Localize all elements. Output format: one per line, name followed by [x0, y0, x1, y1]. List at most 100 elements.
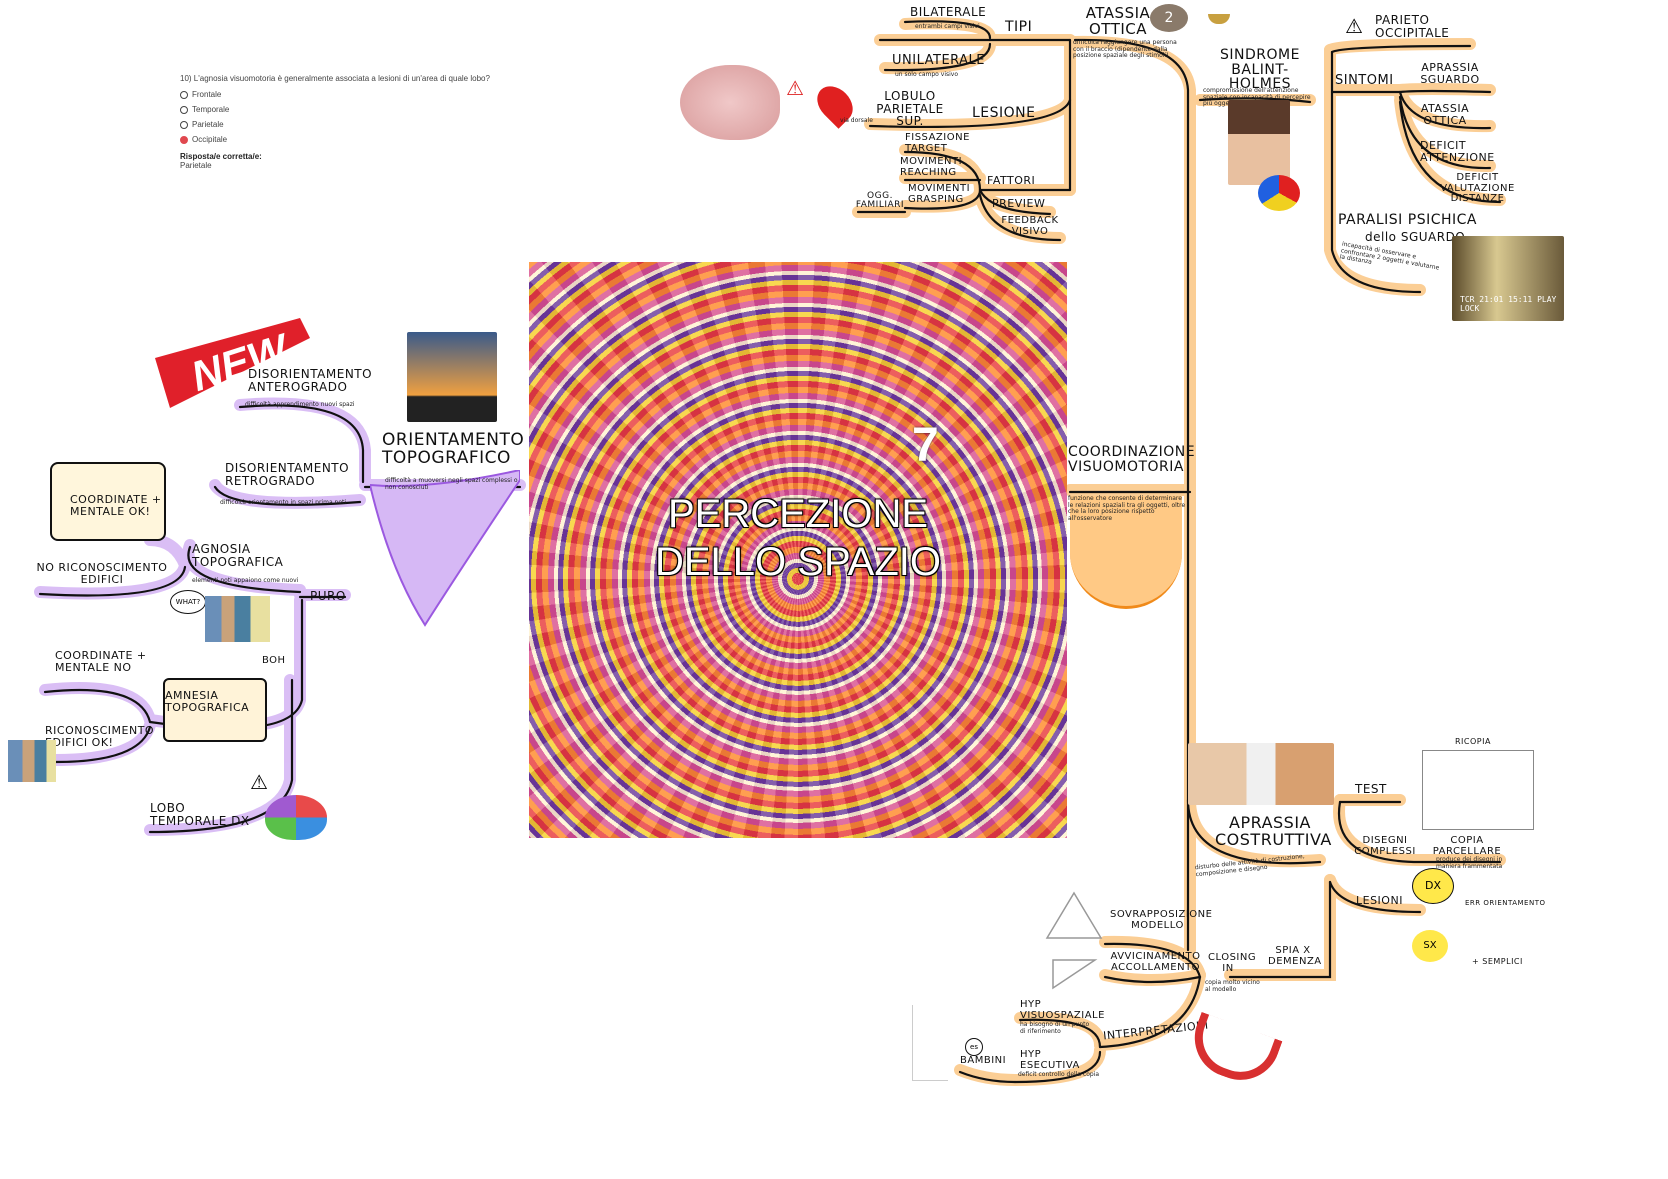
quiz-question: 10) L'agnosia visuomotoria è generalment… [180, 74, 490, 83]
note-hyp-visuo: ha bisogno di un punto di riferimento [1020, 1021, 1090, 1035]
branch-aprassia-sguardo [1394, 83, 1496, 96]
node-feedback-visivo[interactable]: FEEDBACK VISIVO [1001, 215, 1059, 237]
note-agnosia: elementi noti appaiono come nuovi [192, 577, 299, 584]
radio-icon[interactable] [180, 120, 188, 129]
node-test[interactable]: TEST [1355, 782, 1387, 796]
boh-label: BOH [262, 655, 286, 666]
wrong-answer-icon[interactable] [180, 135, 188, 144]
quiz-option-temporale[interactable]: Temporale [180, 105, 490, 114]
note-copia: produce dei disegni in maniera frammenta… [1436, 856, 1503, 870]
node-atassia-ottica-sintomo[interactable]: ATASSIA OTTICA [1420, 102, 1470, 127]
node-lobo-temporale[interactable]: LOBO TEMPORALE DX [150, 801, 250, 828]
radio-icon[interactable] [180, 90, 188, 99]
scroll-map-icon [50, 462, 166, 541]
node-paralisi-psichica[interactable]: PARALISI PSICHICA [1338, 212, 1477, 228]
node-fattori[interactable]: FATTORI [987, 174, 1036, 187]
node-spia-demenza[interactable]: SPIA x DEMENZA [1268, 945, 1322, 967]
central-topic: PERCEZIONE DELLO SPAZIO [529, 490, 1067, 586]
branch-bambini [954, 1064, 1021, 1086]
node-lobulo-parietale[interactable]: LOBULO PARIETALE SUP. [876, 89, 944, 129]
node-lesioni[interactable]: LESIONI [1356, 894, 1403, 907]
chapter-number: 7 [912, 419, 939, 472]
video-still-image[interactable]: TCR 21:01 15:11 PLAY LOCK [1452, 236, 1564, 321]
node-hyp-esecutiva[interactable]: hyp ESECUTIVA [1020, 1049, 1080, 1071]
badger-image: 2 [1150, 4, 1188, 32]
node-coordinazione-visuomotoria[interactable]: COORDINAZIONE VISUOMOTORIA [1068, 444, 1196, 475]
node-hyp-visuospaziale[interactable]: hyp VISUOSPAZIALE [1020, 999, 1105, 1021]
quiz-option-frontale[interactable]: Frontale [180, 90, 490, 99]
node-amnesia-topografica[interactable]: AMNESIA TOPOGRAFICA [165, 689, 250, 714]
sx-bulb-icon: SX [1412, 930, 1448, 962]
note-coordinazione: funzione che consente di determinare le … [1068, 495, 1186, 522]
warning-icon: ⚠ [786, 76, 804, 100]
err-orientamento-label: ERR ORIENTAMENTO [1465, 899, 1546, 907]
node-aprassia-costruttiva[interactable]: APRASSIA COSTRUTTIVA [1215, 813, 1332, 849]
node-parieto-occipitale[interactable]: PARIETO OCCIPITALE [1375, 13, 1450, 40]
triangle-drawing-icon [1045, 891, 1103, 990]
dx-bulb-icon: DX [1412, 868, 1454, 904]
correct-answer: Parietale [180, 161, 212, 170]
node-paralisi-sguardo: dello SGUARDO [1365, 230, 1466, 244]
note-retrogrado: difficoltà orientamento in spazi prima n… [220, 499, 347, 506]
quiz-option-occipitale[interactable]: Occipitale [180, 135, 490, 144]
node-no-riconoscimento[interactable]: NO RICONOSCIMENTO EDIFICI [36, 561, 168, 586]
node-aprassia-sguardo[interactable]: APRASSIA SGUARDO [1420, 61, 1480, 86]
woman-photo [1228, 100, 1290, 185]
note-unilaterale: un solo campo visivo [895, 71, 958, 78]
orange-fill-coordinazione [1070, 496, 1182, 609]
brain-icon [265, 795, 327, 840]
node-bambini[interactable]: BAMBINI [960, 1055, 1007, 1066]
note-anterogrado: difficoltà apprendimento nuovi spazi [245, 401, 355, 408]
note-hyp-esec: deficit controllo della copia [1018, 1071, 1100, 1078]
option-label: Frontale [192, 90, 222, 99]
warning-icon: ⚠ [1345, 14, 1363, 38]
correct-answer-label: Risposta/e corretta/e: [180, 152, 262, 161]
node-disegni-complessi[interactable]: DISEGNI COMPLESSI [1354, 835, 1416, 857]
node-puro[interactable]: PURO [310, 589, 346, 603]
node-preview[interactable]: PREVIEW [992, 197, 1046, 210]
branch-aprassia [1184, 794, 1326, 868]
wavy-lines-drawing [912, 1005, 948, 1081]
node-riconoscimento-ok[interactable]: RICONOSCIMENTO EDIFICI OK! [45, 724, 155, 749]
buildings-icon [8, 740, 56, 782]
radio-icon[interactable] [180, 105, 188, 114]
quiz-option-parietale[interactable]: Parietale [180, 120, 490, 129]
optical-illusion-image [529, 262, 1067, 838]
node-coordinate-ok: COORDINATE + MENTALE OK! [70, 493, 162, 518]
tightrope-photo [407, 332, 497, 422]
central-title-line2: DELLO SPAZIO [654, 540, 941, 584]
option-label: Occipitale [192, 135, 228, 144]
node-copia-parcellare[interactable]: COPIA PARCELLARE [1432, 835, 1502, 857]
node-closing-in[interactable]: CLOSING IN [1208, 952, 1257, 974]
node-sovrapposizione[interactable]: SOVRAPPOSIZIONE MODELLO [1110, 909, 1213, 931]
node-ogg-familiari[interactable]: OGG. FAMILIARI [855, 191, 905, 211]
node-unilaterale[interactable]: UNILATERALE [892, 53, 986, 68]
node-avvicinamento[interactable]: AVVICINAMENTO ACCOLLAMENTO [1110, 951, 1201, 973]
note-atassia: difficoltà raggiungere una persona con i… [1073, 39, 1177, 60]
node-deficit-attenzione[interactable]: DEFICIT ATTENZIONE [1420, 139, 1495, 164]
node-fissazione-target[interactable]: FISSAZIONE TARGET [905, 132, 970, 154]
node-sintomi[interactable]: SINTOMI [1335, 73, 1394, 88]
buildings-icon [205, 596, 270, 642]
node-orientamento-topografico[interactable]: ORIENTAMENTO TOPOGRAFICO [382, 430, 525, 468]
node-movimenti-grasping[interactable]: MOVIMENTI GRASPING [908, 183, 971, 205]
new-badge-icon: NEW [155, 318, 310, 408]
node-tipi[interactable]: TIPI [1005, 19, 1033, 35]
via-dorsale-label: via dorsale [840, 117, 873, 124]
node-bilaterale[interactable]: BILATERALE [910, 5, 987, 19]
warning-icon: ⚠ [250, 770, 268, 794]
node-disorientamento-anterogrado[interactable]: DISORIENTAMENTO ANTEROGRADO [248, 367, 373, 394]
copy-test-image [1422, 750, 1534, 830]
note-orientamento: difficoltà a muoversi negli spazi comple… [385, 477, 518, 491]
bricks-photo [1188, 743, 1334, 805]
node-sindrome-balint[interactable]: SINDROME BALINT-HOLMES [1220, 47, 1300, 93]
node-lesione[interactable]: LESIONE [972, 105, 1036, 121]
node-movimenti-reaching[interactable]: MOVIMENTI REACHING [900, 156, 963, 178]
node-deficit-distanze[interactable]: DEFICIT VALUTAZIONE DISTANZE [1440, 172, 1515, 204]
option-label: Temporale [192, 105, 230, 114]
speech-bubble: WHAT? [170, 590, 206, 614]
node-disorientamento-retrogrado[interactable]: DISORIENTAMENTO RETROGRADO [225, 461, 350, 488]
node-agnosia-topografica[interactable]: AGNOSIA TOPOGRAFICA [192, 542, 284, 569]
quiz-card: 10) L'agnosia visuomotoria è generalment… [180, 74, 490, 170]
node-atassia-ottica[interactable]: ATASSIA OTTICA [1085, 4, 1151, 38]
